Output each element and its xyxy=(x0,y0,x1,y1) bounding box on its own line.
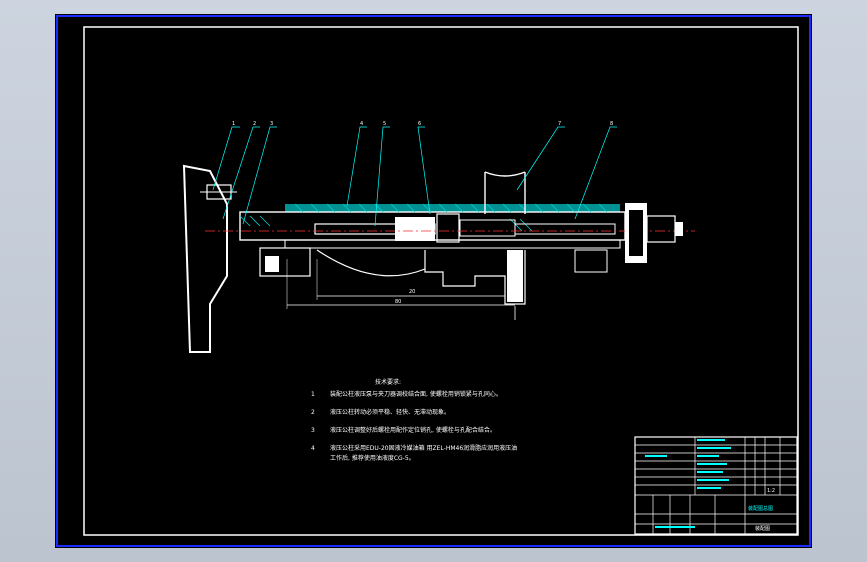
dim-label-long: 80 xyxy=(395,299,401,305)
note-4-text: 液压公柱采用EDU-20固液冷媒油箱 用ZEL-HM46润滑脂应润用液压油 xyxy=(330,444,517,452)
note-4-num: 4 xyxy=(311,445,315,452)
title-block xyxy=(634,436,798,535)
notes-title: 技术要求: xyxy=(375,378,401,386)
right-housing-block xyxy=(574,249,608,273)
balloon-4: 4 xyxy=(360,121,363,127)
lower-support-fill xyxy=(507,250,523,302)
balloon-1: 1 xyxy=(232,121,235,127)
note-2-text: 液压公柱转动必须平稳、轻快、无滞动现象。 xyxy=(330,408,450,416)
lower-support xyxy=(424,250,526,305)
balloon-6: 6 xyxy=(418,121,421,127)
guide-sleeve xyxy=(459,219,516,237)
drawing-sheet: 20 80 1 2 3 4 5 6 7 8 技术要求: 1 xyxy=(55,14,812,548)
balloon-7: 7 xyxy=(558,121,561,127)
shaft-housing-lower xyxy=(284,239,621,249)
note-1-num: 1 xyxy=(311,391,315,398)
balloon-5: 5 xyxy=(383,121,386,127)
title-block-drawing-name: 装配图总图 xyxy=(748,505,773,512)
balloon-8: 8 xyxy=(610,121,613,127)
left-housing-fill xyxy=(265,256,279,272)
note-3-num: 3 xyxy=(311,427,315,434)
balloon-2: 2 xyxy=(253,121,256,127)
note-5-text: 工作后, 推荐使用油液度CG-5。 xyxy=(330,454,415,462)
spindle xyxy=(514,223,616,235)
mounting-bracket xyxy=(182,164,228,353)
cylinder-block xyxy=(436,213,460,243)
note-1-text: 装配公柱液压泵与夹刀器调校结合面, 使螺栓用销锁紧与孔同心。 xyxy=(330,390,502,398)
left-housing-block xyxy=(259,247,311,277)
title-block-entries xyxy=(645,439,731,528)
piston-head xyxy=(395,217,435,241)
outer-border xyxy=(56,15,811,547)
drawing-canvas: 20 80 1 2 3 4 5 6 7 8 技术要求: 1 xyxy=(56,15,811,547)
note-2-num: 2 xyxy=(311,409,315,416)
dim-label-short: 20 xyxy=(409,289,415,295)
support-arc xyxy=(316,249,426,277)
end-nut xyxy=(646,215,676,243)
title-block-sheet: 装配图 xyxy=(755,525,770,532)
leader-lines xyxy=(212,126,617,227)
drawing-frame xyxy=(83,26,799,536)
title-block-scale: 1:2 xyxy=(767,488,775,494)
end-flange-inner xyxy=(629,210,643,256)
balloon-3: 3 xyxy=(270,121,273,127)
end-cap xyxy=(675,222,683,236)
vertical-post xyxy=(484,171,526,214)
shaft-housing-upper xyxy=(285,204,620,212)
note-3-text: 液压公柱调整好后螺栓用配作定位销孔, 使螺栓与孔配合结合。 xyxy=(330,426,496,434)
